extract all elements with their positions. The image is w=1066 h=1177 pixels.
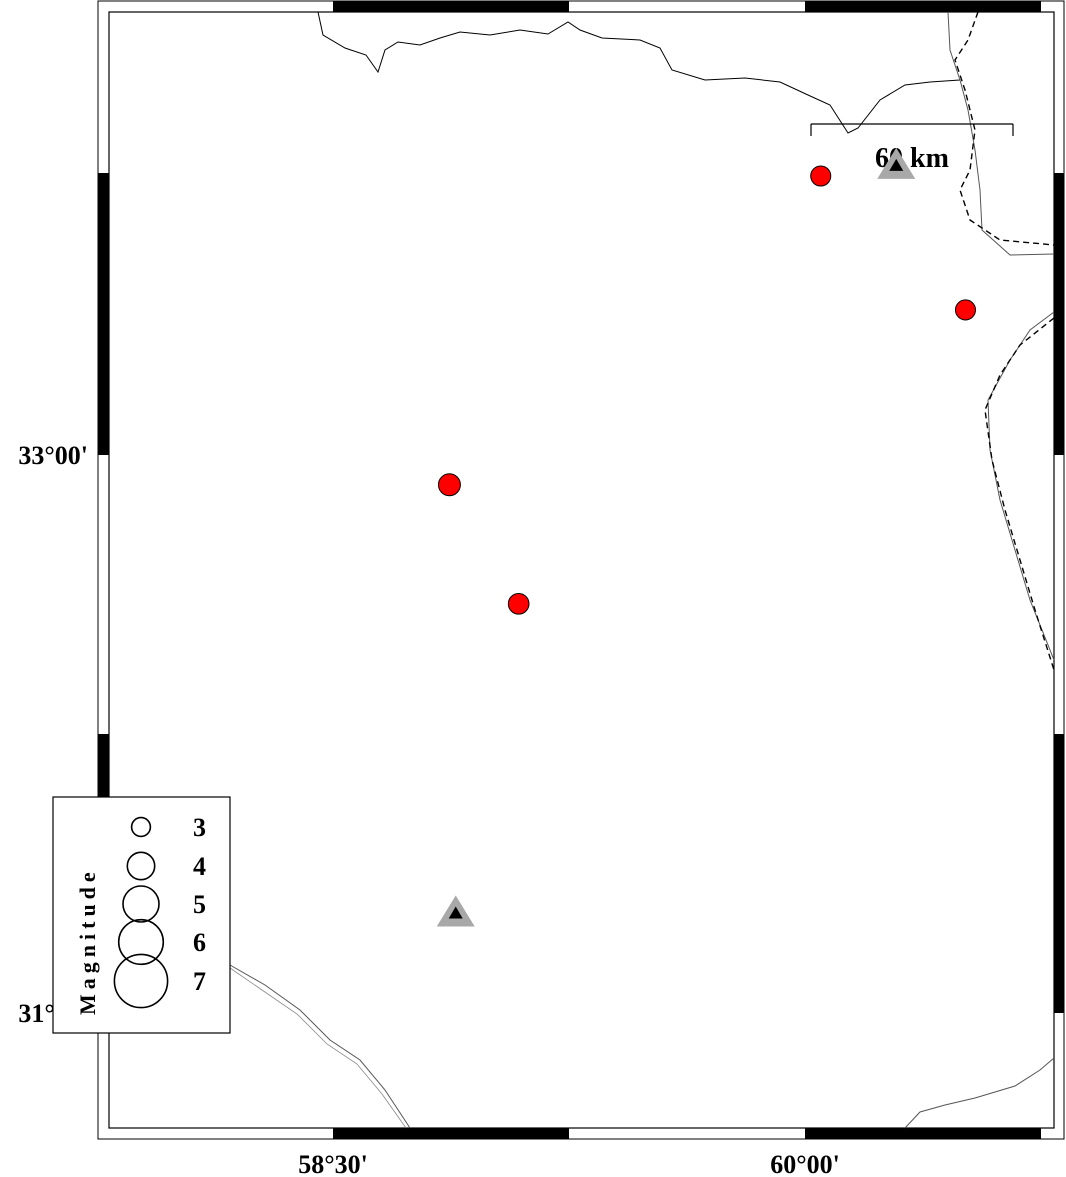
frame-segment bbox=[333, 1128, 569, 1139]
frame-segment bbox=[98, 173, 109, 455]
legend-label: 7 bbox=[193, 967, 206, 996]
frame-outer bbox=[97, 0, 1065, 1140]
border-southwest-2 bbox=[229, 967, 407, 1129]
frame-segment bbox=[1054, 173, 1064, 455]
border-southwest bbox=[229, 964, 411, 1129]
legend-circle bbox=[122, 885, 160, 923]
legend-label: 6 bbox=[193, 928, 206, 957]
border-east-dashed-north bbox=[954, 11, 1055, 246]
frame-segment bbox=[805, 1128, 1041, 1139]
frame-inner bbox=[108, 11, 1055, 1129]
frame-segment bbox=[333, 1, 569, 12]
station-marker-core bbox=[448, 906, 463, 919]
stations-layer bbox=[436, 147, 916, 927]
frame-segment bbox=[1054, 734, 1064, 1013]
legend-label: 4 bbox=[193, 852, 206, 881]
map-frame bbox=[97, 0, 1065, 1140]
events-layer bbox=[437, 165, 976, 615]
legend-items: 3 4 5 6 7 bbox=[113, 813, 206, 1009]
earthquake-event bbox=[437, 473, 461, 497]
earthquake-event bbox=[507, 592, 530, 615]
border-east-solid-south bbox=[987, 311, 1055, 661]
legend-circle bbox=[126, 851, 156, 881]
y-tick-label: 33°00' bbox=[18, 441, 88, 470]
x-tick-label: 58°30' bbox=[298, 1150, 368, 1177]
magnitude-legend: Magnitude 3 4 5 6 7 bbox=[52, 796, 231, 1034]
x-tick-label: 60°00' bbox=[770, 1150, 840, 1177]
coastline-north bbox=[317, 11, 961, 134]
legend-title: Magnitude bbox=[75, 867, 100, 1015]
border-southeast bbox=[904, 1057, 1055, 1129]
legend-circle bbox=[113, 953, 169, 1009]
frame-segment bbox=[805, 1, 1041, 12]
station-marker-core bbox=[889, 158, 904, 171]
legend-label: 3 bbox=[193, 813, 206, 842]
legend-circle bbox=[117, 918, 165, 966]
earthquake-event bbox=[954, 299, 976, 321]
map-boundaries bbox=[229, 11, 1055, 1129]
legend-circle bbox=[130, 816, 152, 838]
earthquake-event bbox=[810, 165, 832, 187]
border-east-solid-north bbox=[947, 11, 1055, 256]
border-east-dashed-south bbox=[984, 317, 1055, 671]
legend-label: 5 bbox=[193, 890, 206, 919]
